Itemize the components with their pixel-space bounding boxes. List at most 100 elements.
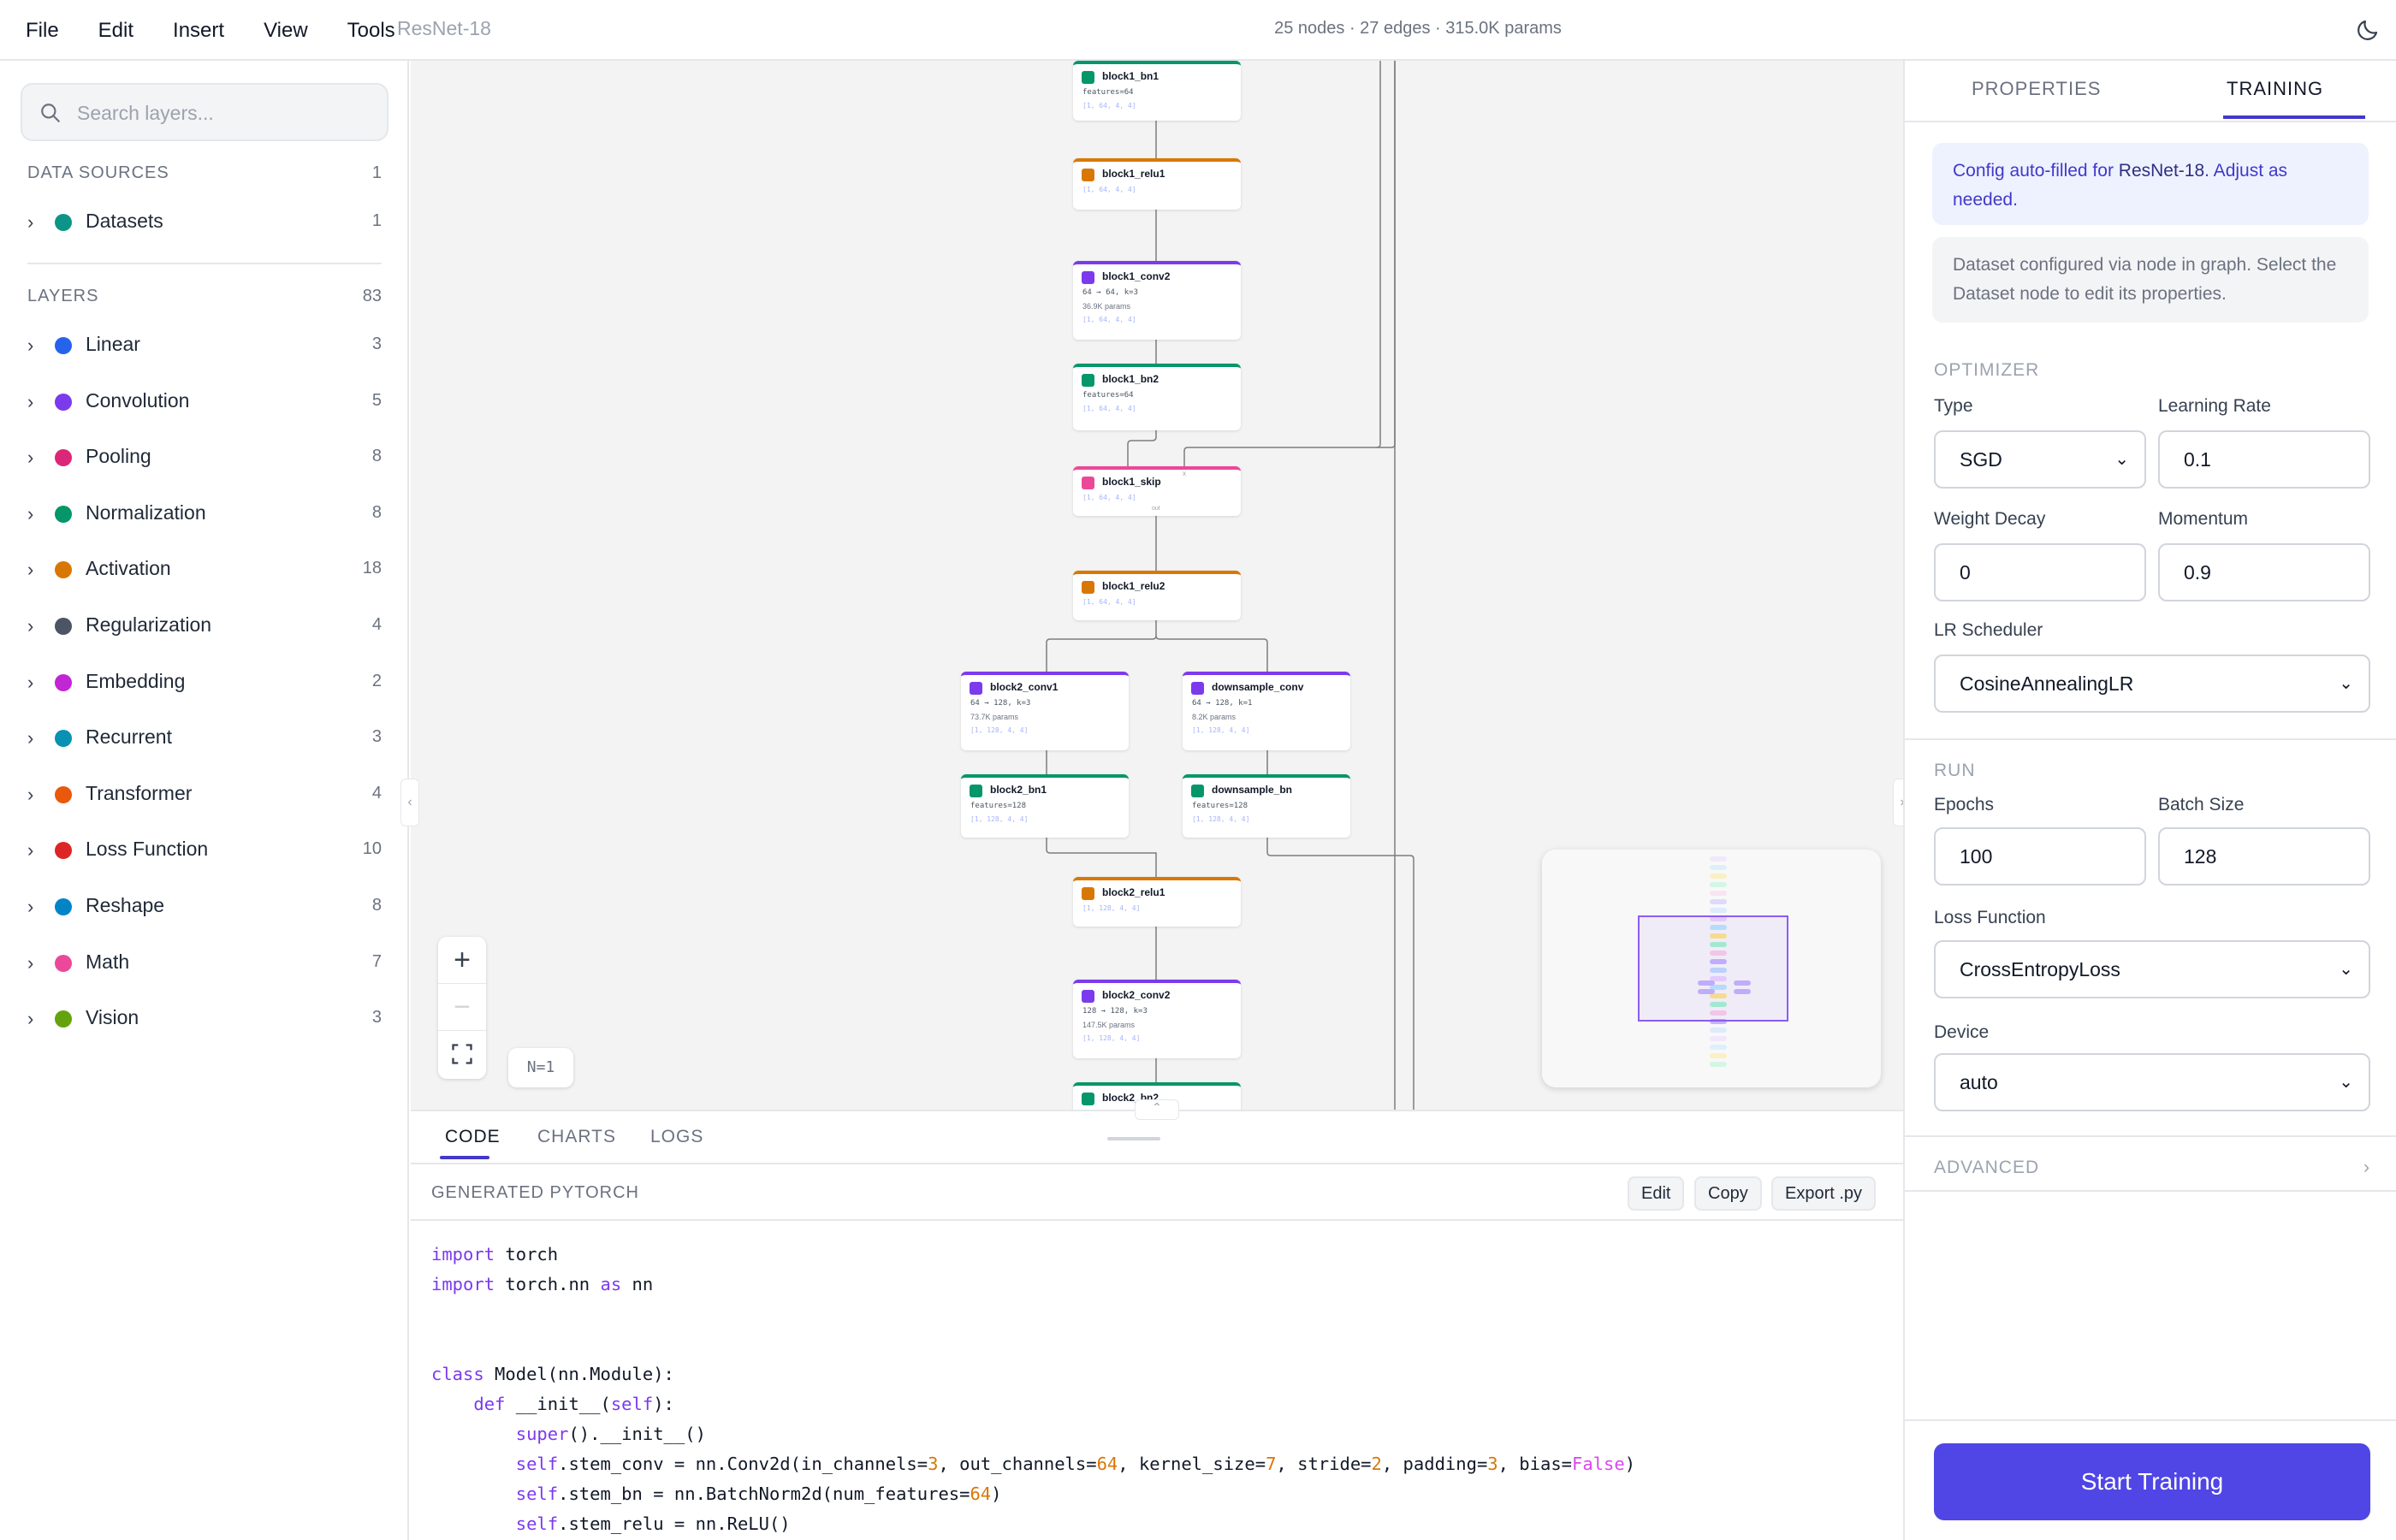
category-datasets[interactable]: › Datasets 1 xyxy=(27,204,382,239)
minimap-node xyxy=(1698,980,1715,986)
weight-decay-value: 0 xyxy=(1960,561,1971,583)
batch-size-input[interactable]: 128 xyxy=(2158,827,2370,886)
device-select[interactable]: auto ⌄ xyxy=(1934,1053,2370,1111)
menu-edit[interactable]: Edit xyxy=(98,18,134,42)
resize-grip[interactable] xyxy=(1107,1137,1160,1140)
advanced-section-toggle[interactable]: ADVANCED › xyxy=(1934,1158,2370,1178)
collapse-sidebar-chevron-left-icon[interactable]: ‹ xyxy=(400,779,419,826)
data-sources-count: 1 xyxy=(371,163,382,182)
chevron-down-icon: ⌄ xyxy=(2339,674,2353,693)
tab-training[interactable]: TRAINING xyxy=(2227,78,2324,99)
tab-code[interactable]: CODE xyxy=(445,1127,501,1146)
menu-file[interactable]: File xyxy=(26,18,59,42)
search-box[interactable] xyxy=(21,83,388,141)
loss-function-select[interactable]: CrossEntropyLoss ⌄ xyxy=(1934,940,2370,998)
node-params: 36.9K params xyxy=(1082,302,1131,311)
menu-view[interactable]: View xyxy=(264,18,308,42)
node-shape: [1, 128, 4, 4] xyxy=(970,726,1029,734)
menu-insert[interactable]: Insert xyxy=(173,18,225,42)
category-color-dot xyxy=(55,449,72,467)
chevron-right-icon: › xyxy=(27,839,34,862)
category-color-dot xyxy=(55,561,72,579)
epochs-input[interactable]: 100 xyxy=(1934,827,2146,886)
start-training-button[interactable]: Start Training xyxy=(1934,1443,2370,1520)
zoom-out-minus-icon[interactable]: − xyxy=(438,984,486,1031)
node-title: block1_conv2 xyxy=(1102,270,1171,282)
category-label: Reshape xyxy=(86,894,165,916)
layer-type-icon xyxy=(1082,581,1094,594)
active-tab-indicator xyxy=(2223,116,2365,119)
optimizer-type-value: SGD xyxy=(1960,448,2002,471)
minimap-node xyxy=(1710,959,1727,964)
tab-properties[interactable]: PROPERTIES xyxy=(1972,78,2102,99)
node-title: downsample_conv xyxy=(1212,681,1304,693)
momentum-label: Momentum xyxy=(2158,509,2249,529)
node-shape: [1, 128, 4, 4] xyxy=(1192,726,1250,734)
category-color-dot xyxy=(55,337,72,354)
tab-logs[interactable]: LOGS xyxy=(650,1127,704,1146)
zoom-in-plus-icon[interactable]: + xyxy=(438,937,486,984)
learning-rate-input[interactable]: 0.1 xyxy=(2158,430,2370,489)
layers-count: 83 xyxy=(362,287,382,305)
graph-node-block1-relu2[interactable]: block1_relu2[1, 64, 4, 4] xyxy=(1073,571,1241,620)
expand-panel-chevron-up-icon[interactable]: ⌃ xyxy=(1135,1099,1179,1120)
model-name[interactable]: ResNet-18 xyxy=(397,17,491,39)
minimap-node xyxy=(1710,1053,1727,1058)
minimap-node xyxy=(1710,916,1727,921)
weight-decay-input[interactable]: 0 xyxy=(1934,543,2146,601)
generated-code[interactable]: import torch import torch.nn as nn class… xyxy=(431,1244,1636,1534)
momentum-input[interactable]: 0.9 xyxy=(2158,543,2370,601)
tab-charts[interactable]: CHARTS xyxy=(537,1127,616,1146)
graph-node-block1-relu1[interactable]: block1_relu1[1, 64, 4, 4] xyxy=(1073,158,1241,210)
lr-scheduler-value: CosineAnnealingLR xyxy=(1960,672,2134,695)
category-label: Pooling xyxy=(86,445,151,468)
menu-tools[interactable]: Tools xyxy=(347,18,395,42)
layer-type-icon xyxy=(1082,887,1094,900)
node-title: block1_relu1 xyxy=(1102,168,1165,180)
epochs-value: 100 xyxy=(1960,845,1993,868)
graph-minimap[interactable] xyxy=(1542,850,1881,1087)
copy-code-button[interactable]: Copy xyxy=(1694,1176,1762,1211)
export-py-button[interactable]: Export .py xyxy=(1771,1176,1877,1211)
fit-view-icon[interactable] xyxy=(438,1031,486,1078)
edit-code-button[interactable]: Edit xyxy=(1628,1176,1685,1211)
chevron-right-icon: › xyxy=(27,1008,34,1030)
minimap-node xyxy=(1710,993,1727,998)
search-icon xyxy=(41,104,60,122)
node-shape: [1, 64, 4, 4] xyxy=(1082,316,1136,323)
node-config: 64 → 128, k=3 xyxy=(970,699,1031,708)
node-title: block1_bn2 xyxy=(1102,373,1159,385)
lr-scheduler-select[interactable]: CosineAnnealingLR ⌄ xyxy=(1934,654,2370,713)
optimizer-type-select[interactable]: SGD ⌄ xyxy=(1934,430,2146,489)
node-config: features=64 xyxy=(1082,88,1134,97)
search-input[interactable] xyxy=(77,95,377,131)
category-color-dot xyxy=(55,785,72,803)
category-label: Activation xyxy=(86,557,171,580)
category-label: Regularization xyxy=(86,613,212,636)
dark-mode-moon-icon[interactable] xyxy=(2355,17,2381,43)
graph-node-block2-relu1[interactable]: block2_relu1[1, 128, 4, 4] xyxy=(1073,877,1241,927)
